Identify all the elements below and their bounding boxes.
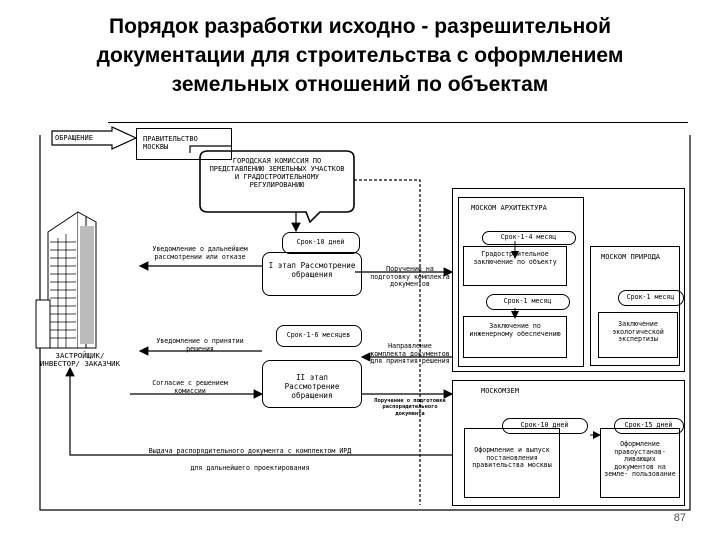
mospriroda-label: Моском природа xyxy=(601,253,661,261)
stage2-term: Срок-1-6 месяцев xyxy=(276,325,362,347)
mka-box1-label: Градостроительное заключение по объекту xyxy=(473,250,557,266)
mp-term-label: Срок-1 месяц xyxy=(626,293,675,301)
moskomarch-label: Моском архитектура xyxy=(471,204,547,212)
stage2-term-label: Срок-1-6 месяцев xyxy=(286,331,351,339)
mospriroda-box: Моском природа xyxy=(590,246,680,366)
edge-further-design: для дальнейшего проектирования xyxy=(190,464,310,472)
edge-order-prepare: Поручение на подготовку комплекта докуме… xyxy=(370,265,450,289)
mp-term: Срок-1 месяц xyxy=(618,290,684,306)
edge-send-docs: Направление комплекта документов для при… xyxy=(370,342,450,366)
mkz-box1: Оформление и выпуск постановления правит… xyxy=(464,428,560,498)
mp-box: Заключение экологической экспертизы xyxy=(598,312,678,358)
commission-label: городская комиссия по представлению земе… xyxy=(209,157,345,189)
stage1-term-label: Срок-10 дней xyxy=(296,238,345,246)
mka-term2: Срок-1 месяц xyxy=(486,294,570,310)
mkz-term2: Срок-15 дней xyxy=(614,418,684,434)
page-number: 87 xyxy=(673,512,686,524)
right-group-frame xyxy=(452,188,685,372)
mka-box1: Градостроительное заключение по объекту xyxy=(463,246,567,286)
edge-order-admin: Поручение о подготовке распорядительного… xyxy=(374,398,446,417)
edge-notice-consider: Уведомление о дальнейшем рассмотрении ил… xyxy=(152,245,248,261)
mka-box2-label: Заключение по инженерному обеспечению xyxy=(469,322,561,338)
mkz-box2: Оформление правоустанав- ливающих докуме… xyxy=(600,428,680,498)
mka-term2-label: Срок-1 месяц xyxy=(503,297,552,305)
mkz-box2-label: Оформление правоустанав- ливающих докуме… xyxy=(604,440,676,479)
mkz-term2-label: Срок-15 дней xyxy=(624,421,673,429)
obrashchenie-shape xyxy=(51,126,138,150)
mkz-box1-label: Оформление и выпуск постановления правит… xyxy=(472,446,552,470)
mkz-term1-label: Срок-10 дней xyxy=(520,421,569,429)
building-icon xyxy=(35,211,97,349)
edge-issue-docs: Выдача распорядительного документа с ком… xyxy=(148,447,352,455)
mka-box2: Заключение по инженерному обеспечению xyxy=(463,316,567,358)
title-underline xyxy=(108,122,688,123)
edge-agree-decision: Согласие с решением комиссии xyxy=(152,379,228,395)
government-label: правительство москвы xyxy=(143,135,198,151)
commission-cloud xyxy=(199,150,355,224)
mkz-term1: Срок-10 дней xyxy=(502,418,588,434)
stage1-box: I этап Рассмотрение обращения xyxy=(262,252,362,296)
mka-term1: Срок-1-4 месяц xyxy=(482,231,576,245)
stage2-box: II этап Рассмотрение обращения xyxy=(262,360,362,408)
stage1-term: Срок-10 дней xyxy=(282,232,360,254)
page-title: Порядок разработки исходно - разрешитель… xyxy=(96,15,624,96)
moskomzem-label: Москомзем xyxy=(481,387,519,395)
moskomarch-box: Моском архитектура xyxy=(458,197,584,367)
moskomzem-box: Москомзем xyxy=(452,380,685,506)
stage2-label: II этап Рассмотрение обращения xyxy=(284,373,340,400)
developer-label: застройщик/ инвестор/ заказчик xyxy=(39,351,121,368)
edge-notice-decision: Уведомление о принятии решения xyxy=(156,337,244,353)
government-box: правительство москвы xyxy=(136,128,232,160)
mp-box-label: Заключение экологической экспертизы xyxy=(612,320,664,344)
stage1-label: I этап Рассмотрение обращения xyxy=(268,261,356,279)
mka-term1-label: Срок-1-4 месяц xyxy=(500,233,557,241)
obrashchenie-label: обращение xyxy=(55,134,93,142)
arrow-issue-docs xyxy=(65,366,452,456)
